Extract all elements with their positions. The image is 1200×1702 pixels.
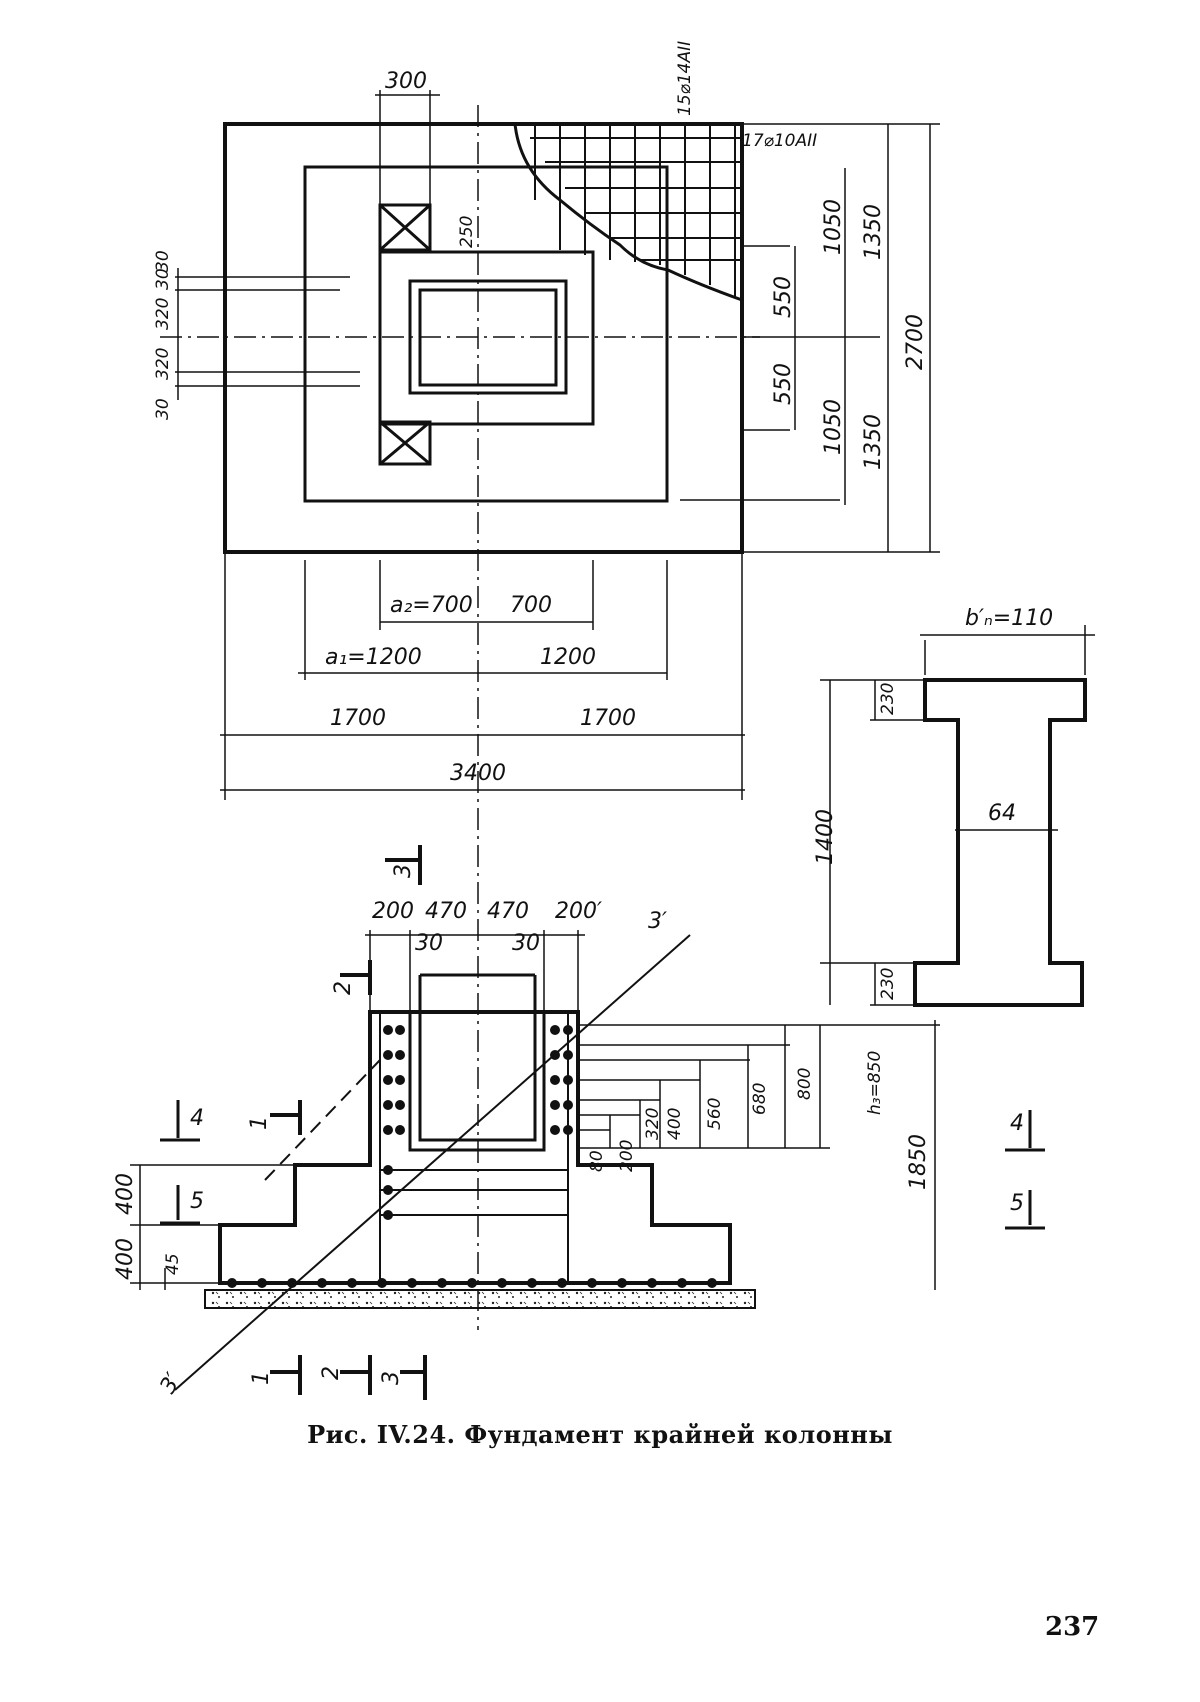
dim-30-mid: 30 xyxy=(153,268,173,290)
dim-550-bottom: 550 xyxy=(771,363,796,405)
step-outline xyxy=(305,167,667,501)
dim-3400: 3400 xyxy=(450,761,506,786)
cut-label-5-right: 5 xyxy=(1010,1191,1024,1216)
cut-label-1-bottom: 1 xyxy=(249,1371,274,1385)
dim-1700-right: 1700 xyxy=(580,706,636,731)
section-dim-h3: h₃=850 xyxy=(865,1051,885,1115)
section-dim-320: 320 xyxy=(643,1108,663,1140)
cut-label-1-left: 1 xyxy=(247,1116,272,1130)
dim-300: 300 xyxy=(385,69,427,94)
section-dim-800: 800 xyxy=(795,1068,815,1100)
dim-a2: a₂=700 xyxy=(390,593,473,618)
section-dim-45: 45 xyxy=(163,1253,183,1275)
cut-label-3-bottom: 3 xyxy=(379,1371,404,1385)
diag-label-bottom: 3′ xyxy=(156,1369,187,1398)
section-dim-470-left: 470 xyxy=(425,899,467,924)
section-dim-30-right: 30 xyxy=(512,931,540,956)
dim-250: 250 xyxy=(457,216,477,248)
section-dim-560: 560 xyxy=(705,1098,725,1130)
section-dim-470-right: 470 xyxy=(487,899,529,924)
cut-label-4-right: 4 xyxy=(1010,1111,1024,1136)
ibeam-flange-top: 230 xyxy=(878,683,898,715)
dim-320-bottom: 320 xyxy=(153,348,173,380)
ibeam-flange-bottom: 230 xyxy=(878,968,898,1000)
dim-1050-bottom: 1050 xyxy=(821,399,846,455)
rebar-mesh xyxy=(530,124,742,298)
dim-1350-bottom: 1350 xyxy=(861,414,886,470)
dim-30-bottom: 30 xyxy=(153,398,173,420)
rebar-dots xyxy=(227,1025,717,1288)
plan-view xyxy=(160,90,940,1330)
ibeam-top-width: b′ₙ=110 xyxy=(965,606,1053,631)
section-view xyxy=(130,930,940,1390)
section-dim-1850: 1850 xyxy=(906,1134,931,1190)
cut-label-3-top: 3 xyxy=(391,864,416,878)
section-dim-400-bottom: 400 xyxy=(113,1238,138,1280)
column-pedestal xyxy=(380,252,593,424)
section-dim-80: 80 xyxy=(587,1150,607,1172)
dim-1700-left: 1700 xyxy=(330,706,386,731)
section-dim-400: 400 xyxy=(665,1108,685,1140)
diag-label-top: 3′ xyxy=(648,909,667,934)
cut-label-4-left: 4 xyxy=(190,1106,204,1131)
gravel-bed xyxy=(205,1290,755,1308)
dim-1200: 1200 xyxy=(540,645,596,670)
ibeam-section xyxy=(820,625,1095,1005)
section-dim-400-top: 400 xyxy=(113,1173,138,1215)
cut-label-2-bottom: 2 xyxy=(319,1366,344,1380)
dim-2700: 2700 xyxy=(903,314,928,370)
section-dim-200: 200 xyxy=(617,1140,637,1172)
dim-1350-top: 1350 xyxy=(861,204,886,260)
cut-markers xyxy=(160,845,1045,1400)
cut-label-5-left: 5 xyxy=(190,1189,204,1214)
cut-label-2-top: 2 xyxy=(331,981,356,995)
ibeam-web: 64 xyxy=(988,801,1016,826)
section-dim-200-left: 200 xyxy=(372,899,414,924)
figure-caption: Рис. IV.24. Фундамент крайней колонны xyxy=(0,1420,1200,1449)
dim-1050-top: 1050 xyxy=(821,199,846,255)
page-number: 237 xyxy=(1045,1612,1099,1642)
dim-a1: a₁=1200 xyxy=(325,645,422,670)
rebar-horizontal-label: 17⌀10AII xyxy=(742,131,817,151)
rebar-vertical-label: 15⌀14AII xyxy=(675,41,695,116)
crossed-box-top xyxy=(380,205,430,250)
crossed-box-bottom xyxy=(380,422,430,464)
dim-320-top: 320 xyxy=(153,298,173,330)
dim-700: 700 xyxy=(510,593,552,618)
section-dim-30-left: 30 xyxy=(415,931,443,956)
dim-550-top: 550 xyxy=(771,276,796,318)
section-dim-680: 680 xyxy=(750,1083,770,1115)
section-dim-200-right: 200′ xyxy=(555,899,602,924)
ibeam-height: 1400 xyxy=(813,809,838,865)
